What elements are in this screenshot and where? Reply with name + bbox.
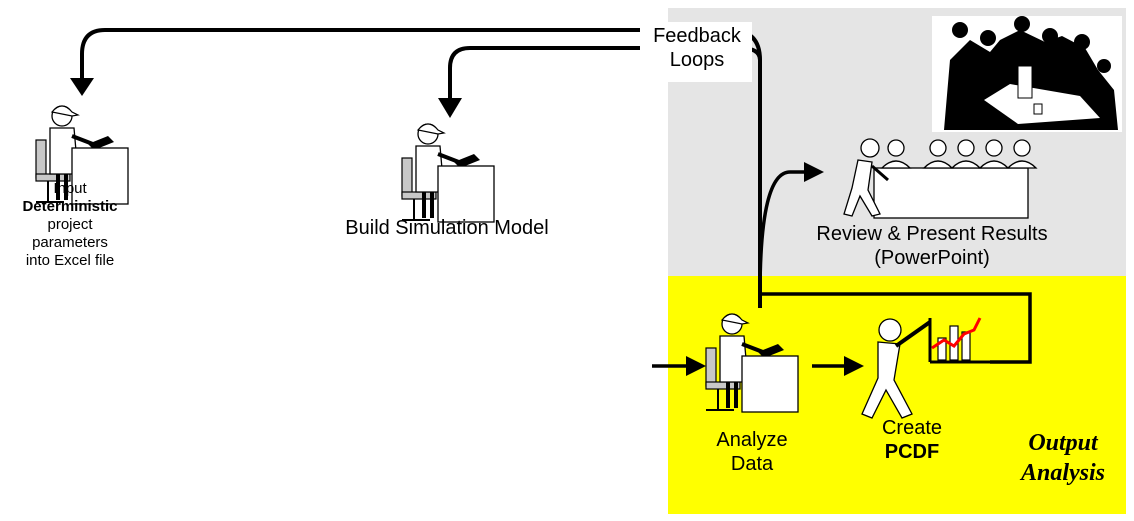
arrow-heads xyxy=(70,78,864,376)
review-label-line1: Review & Present Results xyxy=(816,223,1048,245)
person-pointing-chart-icon xyxy=(861,318,932,419)
presenter-with-audience-icon xyxy=(843,138,1038,219)
review-label: Review & Present Results (PowerPoint) xyxy=(782,222,1082,270)
output-analysis-line2: Analysis xyxy=(1020,460,1106,486)
analyze-label: Analyze Data xyxy=(702,428,802,476)
build-model-label: Build Simulation Model xyxy=(345,217,549,239)
feedback-label-box xyxy=(640,22,752,82)
input-label-line3: project xyxy=(47,216,93,233)
create-label-line2: PCDF xyxy=(884,441,940,463)
output-analysis-line1: Output xyxy=(1028,430,1098,456)
input-label-line5: into Excel file xyxy=(25,252,115,269)
person-at-desk-icon xyxy=(400,122,496,224)
analyze-label-line2: Data xyxy=(730,453,774,475)
analyze-label-line1: Analyze xyxy=(716,429,788,451)
create-label: Create PCDF xyxy=(862,416,962,464)
bar-chart-icon xyxy=(928,317,990,364)
feedback-label: Feedback Loops xyxy=(638,24,756,72)
input-label-line2: Deterministic xyxy=(22,198,118,215)
meeting-group-icon xyxy=(932,16,1122,132)
review-label-line2: (PowerPoint) xyxy=(874,247,990,269)
input-label: Input Deterministic project parameters i… xyxy=(8,180,132,270)
input-label-line4: parameters xyxy=(32,234,108,251)
create-label-line1: Create xyxy=(881,417,943,439)
output-analysis-label: Output Analysis xyxy=(1004,428,1122,488)
input-label-line1: Input xyxy=(53,180,87,197)
feedback-loop-arrows xyxy=(80,28,1032,368)
feedback-label-line2: Loops xyxy=(669,49,725,71)
feedback-label-line1: Feedback xyxy=(653,25,741,47)
